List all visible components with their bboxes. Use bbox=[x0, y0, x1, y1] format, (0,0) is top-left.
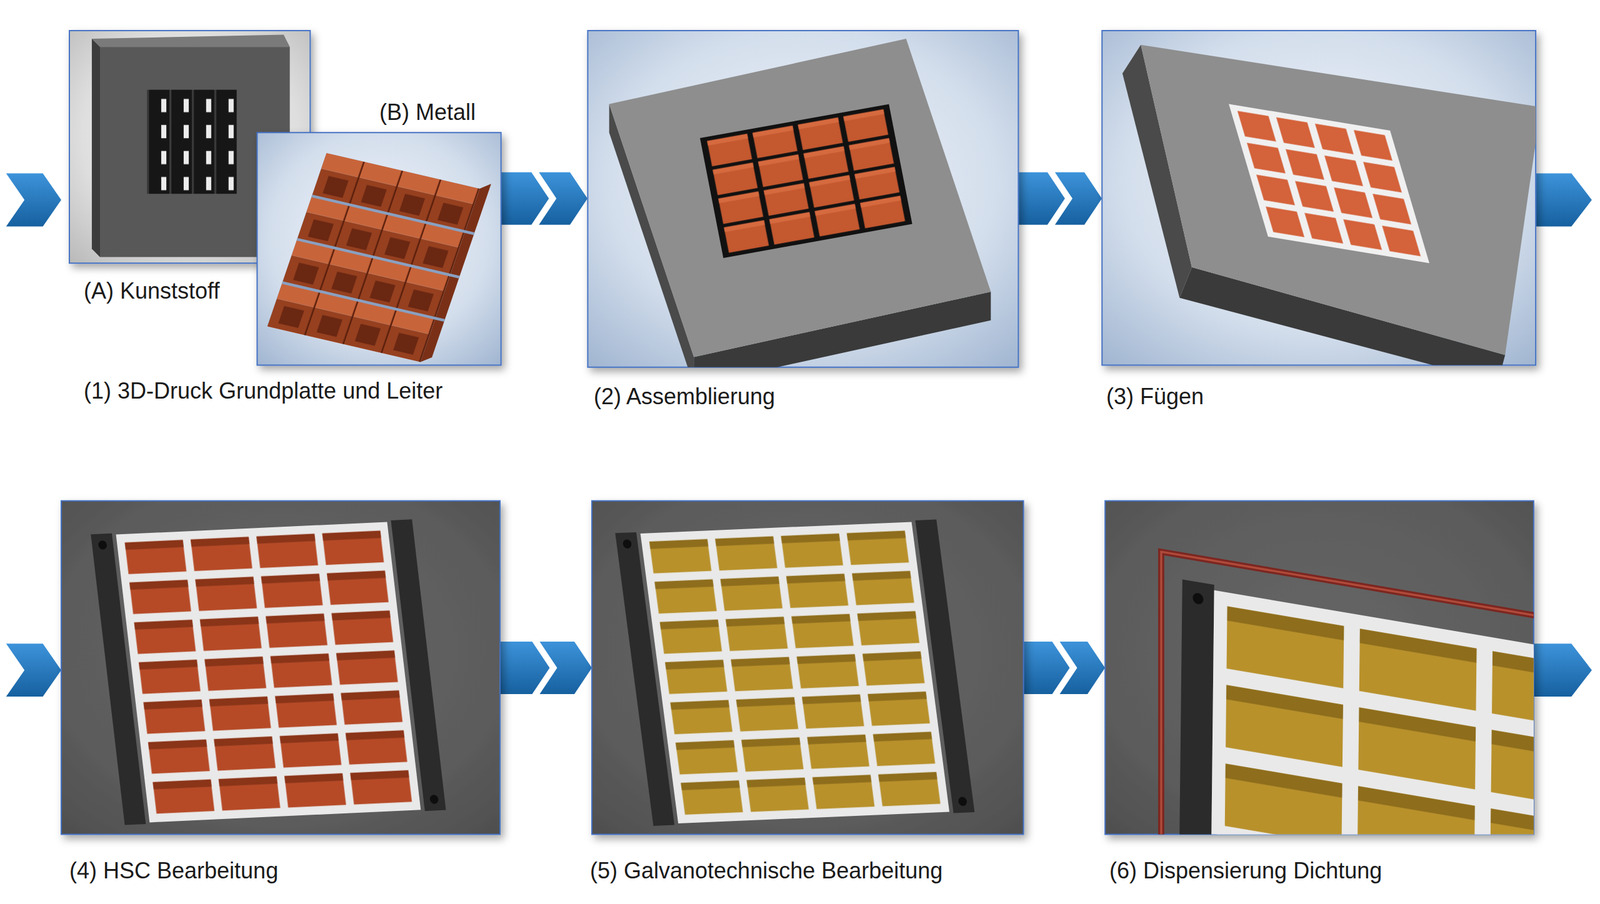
milling-panel bbox=[61, 501, 500, 835]
plate-window-grid bbox=[146, 90, 237, 195]
process-step: (6) Dispensierung Dichtung bbox=[1105, 501, 1534, 835]
plated-grid bbox=[615, 519, 975, 827]
rail-screw bbox=[957, 796, 967, 807]
plate-side bbox=[91, 38, 100, 257]
seal-bead bbox=[1161, 551, 1534, 835]
arrow-chevron bbox=[538, 172, 588, 225]
conductor-cells bbox=[704, 106, 909, 255]
plate-top-bevel bbox=[91, 35, 290, 48]
conductor-blocks bbox=[267, 153, 480, 363]
panel-frame bbox=[591, 501, 1024, 835]
arrow-chevron bbox=[1023, 641, 1070, 695]
bar-gap bbox=[281, 281, 445, 322]
conductor-grid bbox=[1228, 104, 1430, 264]
step-caption: (4) HSC Bearbeitung bbox=[69, 857, 279, 885]
part-label: (B) Metall bbox=[379, 98, 476, 126]
clip-group bbox=[615, 519, 975, 827]
conductor-bars bbox=[267, 146, 492, 365]
plated-cells bbox=[1213, 596, 1534, 835]
process-arrow bbox=[1023, 641, 1105, 695]
arrow-chevron bbox=[501, 172, 549, 225]
grid-frame bbox=[116, 521, 422, 823]
joining-panel bbox=[1101, 30, 1541, 383]
rail-screw bbox=[1192, 592, 1204, 606]
arrow-chevron bbox=[1060, 641, 1106, 695]
clip-group bbox=[1122, 45, 1536, 366]
arrow-chevron bbox=[1018, 172, 1065, 225]
plate-top bbox=[1140, 45, 1536, 355]
clip-group bbox=[267, 146, 492, 365]
bar-gap bbox=[296, 238, 460, 279]
step-caption: (5) Galvanotechnische Bearbeitung bbox=[590, 857, 943, 885]
conductor-cells bbox=[120, 526, 417, 819]
process-step: (5) Galvanotechnische Bearbeitung bbox=[591, 501, 1024, 835]
clip-group bbox=[609, 38, 992, 368]
arrow-chevron bbox=[500, 641, 550, 695]
seal-highlight bbox=[1161, 551, 1534, 835]
sub-step-panel: (A) Kunststoff bbox=[69, 30, 310, 264]
process-step: (4) HSC Bearbeitung bbox=[61, 501, 500, 835]
plated-grid bbox=[1176, 579, 1534, 835]
grid-frame bbox=[1208, 590, 1534, 835]
process-arrow bbox=[1018, 172, 1102, 225]
process-arrow bbox=[501, 172, 588, 225]
conductor-grid bbox=[700, 104, 913, 259]
flow-chevron bbox=[6, 643, 62, 697]
side-rail bbox=[1176, 579, 1215, 835]
arrow-chevron bbox=[539, 641, 592, 695]
step-caption: (6) Dispensierung Dichtung bbox=[1109, 857, 1382, 885]
grid-frame bbox=[1228, 104, 1430, 264]
flow-chevron bbox=[6, 173, 62, 227]
rail-screw bbox=[98, 540, 108, 550]
flow-chevron bbox=[1533, 643, 1592, 697]
process-arrow bbox=[500, 641, 592, 695]
process-step: (3) Fügen bbox=[1101, 30, 1536, 366]
illustration-group bbox=[6, 30, 1600, 904]
clip-group bbox=[90, 519, 446, 825]
step-caption: (1) 3D-Druck Grundplatte und Leiter bbox=[83, 377, 443, 405]
part-label: (A) Kunststoff bbox=[83, 277, 220, 305]
rail-screw bbox=[622, 539, 632, 549]
sealing-panel bbox=[1105, 501, 1600, 904]
panel-frame bbox=[61, 501, 500, 835]
panel-frame bbox=[256, 132, 501, 365]
step-caption: (2) Assemblierung bbox=[593, 383, 775, 410]
step-caption: (3) Fügen bbox=[1106, 383, 1204, 410]
flow-chevron bbox=[1535, 173, 1592, 227]
arrow-chevron bbox=[1055, 172, 1102, 225]
assembly-panel bbox=[587, 30, 1019, 386]
grid-frame bbox=[640, 521, 950, 824]
rail-screw bbox=[429, 795, 439, 805]
bar-side bbox=[420, 181, 492, 365]
plating-panel bbox=[591, 501, 1024, 835]
conductor-cells bbox=[1232, 106, 1426, 260]
metal-conductor-panel bbox=[256, 132, 501, 365]
plate-top bbox=[609, 38, 992, 357]
process-step: (2) Assemblierung bbox=[587, 30, 1019, 368]
process-step: (A) Kunststoff(B) Metall(1) 3D-Druck Gru… bbox=[69, 30, 502, 366]
grid-frame bbox=[700, 104, 913, 259]
sub-step-panel: (B) Metall bbox=[256, 132, 501, 365]
conductor-grid bbox=[90, 519, 446, 825]
plated-cells bbox=[645, 526, 945, 820]
clip-group bbox=[1161, 551, 1534, 835]
bar-gap bbox=[311, 195, 475, 236]
